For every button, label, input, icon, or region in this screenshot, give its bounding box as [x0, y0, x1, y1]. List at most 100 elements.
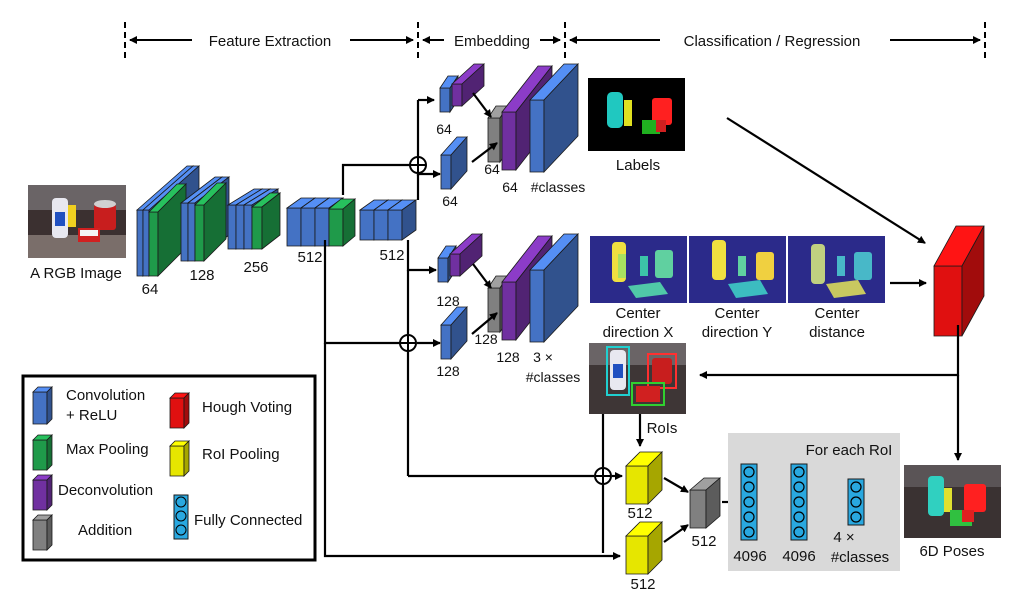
input-rgb-image	[28, 185, 126, 258]
center-caption: Center	[615, 305, 660, 322]
legend-roi-label: RoI Pooling	[202, 446, 280, 463]
branch-label: 128	[496, 349, 520, 365]
fc-neuron	[850, 511, 862, 523]
fc-label: 4096	[782, 548, 815, 565]
legend-fc-neuron	[175, 496, 187, 508]
maxpool-block	[250, 192, 282, 250]
labels-caption: Labels	[616, 157, 660, 174]
fc-layer	[740, 463, 758, 541]
addition-node	[594, 467, 612, 485]
center-caption: direction X	[603, 324, 674, 341]
branch-label: 3 ×	[533, 349, 553, 365]
center-direction-y-map	[689, 236, 786, 303]
legend-addition-label: Addition	[78, 522, 132, 539]
stage-classification: Classification / Regression	[684, 33, 861, 50]
backbone-label: 256	[243, 259, 268, 276]
branch-label: 128	[436, 363, 460, 379]
maxpool-block	[148, 183, 187, 277]
legend-swatches	[32, 386, 190, 551]
legend: Convolution + ReLU Max Pooling Deconvolu…	[21, 374, 317, 562]
legend-conv-label: + ReLU	[66, 407, 117, 424]
legend-hough-label: Hough Voting	[202, 399, 292, 416]
legend-box	[21, 374, 317, 562]
rois-caption: RoIs	[647, 420, 678, 437]
output-6d-poses-image	[904, 465, 1001, 538]
legend-hough-swatch	[169, 392, 190, 429]
fc-neuron	[793, 511, 805, 523]
legend-fc-neuron	[175, 510, 187, 522]
fc-label: #classes	[831, 549, 889, 566]
stage-header	[124, 22, 986, 58]
roi-pooling-block	[625, 451, 663, 505]
fc-neuron	[743, 481, 755, 493]
fc-neuron	[743, 526, 755, 538]
branch-label: 64	[436, 121, 452, 137]
backbone-label: 128	[189, 267, 214, 284]
legend-fc-neuron	[175, 524, 187, 536]
deconv-block	[448, 233, 484, 277]
output-caption: 6D Poses	[919, 543, 984, 560]
rois-image	[589, 343, 686, 414]
roi-pooling-block	[625, 521, 663, 575]
legend-addition-swatch	[32, 514, 53, 551]
roi-sum-label: 512	[691, 533, 716, 550]
conv-block	[440, 305, 468, 361]
center-direction-x-map	[590, 236, 687, 303]
connectors	[323, 92, 962, 560]
backbone-label: 512	[379, 247, 404, 264]
conv-block	[386, 199, 418, 241]
fc-neuron	[793, 526, 805, 538]
center-caption: direction Y	[702, 324, 773, 341]
roi-pool-label: 512	[627, 505, 652, 522]
legend-conv-label: Convolution	[66, 387, 145, 404]
maxpool-block	[194, 182, 227, 262]
fc-neuron	[850, 496, 862, 508]
addition-nodes	[399, 156, 612, 485]
fc-columns	[740, 463, 865, 541]
addition-block	[688, 477, 722, 529]
branch-label: 128	[436, 293, 460, 309]
backbone-label: 512	[297, 249, 322, 266]
addition-node	[409, 156, 427, 174]
fc-panel-title: For each RoI	[806, 442, 893, 459]
conv-block	[529, 62, 579, 174]
hough-voting-block	[933, 225, 985, 337]
legend-conv-swatch	[32, 386, 53, 425]
fc-neuron	[743, 511, 755, 523]
branch-label: 64	[442, 193, 458, 209]
fc-neuron	[793, 496, 805, 508]
fc-neuron	[850, 481, 862, 493]
input-image-caption: A RGB Image	[30, 265, 122, 282]
roi-pool-label: 512	[630, 576, 655, 593]
deconv-block	[450, 63, 486, 107]
addition-node	[399, 334, 417, 352]
branch-label: #classes	[526, 369, 580, 385]
branch-label: 64	[484, 161, 500, 177]
fc-neuron	[793, 466, 805, 478]
labels-segmentation-image	[588, 78, 685, 151]
branch-label: #classes	[531, 179, 585, 195]
layer-blocks	[135, 62, 985, 575]
stage-embedding: Embedding	[454, 33, 530, 50]
legend-deconv-swatch	[32, 474, 53, 511]
fc-neuron	[743, 496, 755, 508]
fc-label: 4096	[733, 548, 766, 565]
maxpool-block	[327, 198, 357, 247]
legend-maxpool-swatch	[32, 434, 53, 471]
center-caption: distance	[809, 324, 865, 341]
legend-deconv-label: Deconvolution	[58, 482, 153, 499]
center-distance-map	[788, 236, 885, 303]
fc-layer	[790, 463, 808, 541]
legend-roi-swatch	[169, 440, 190, 477]
backbone-label: 64	[142, 281, 159, 298]
fc-neuron	[793, 481, 805, 493]
center-caption: Center	[714, 305, 759, 322]
fc-neuron	[743, 466, 755, 478]
conv-block	[529, 232, 579, 344]
stage-feature-extraction: Feature Extraction	[209, 33, 332, 50]
branch-label: 128	[474, 331, 498, 347]
center-caption: Center	[814, 305, 859, 322]
fc-label: 4 ×	[833, 529, 854, 546]
legend-fc-label: Fully Connected	[194, 512, 302, 529]
